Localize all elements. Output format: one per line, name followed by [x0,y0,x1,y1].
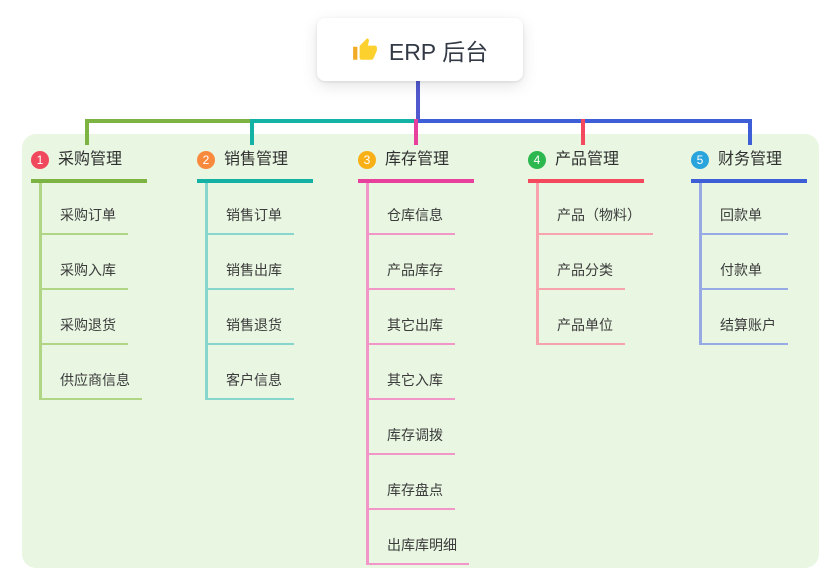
branch-number-badge: 4 [528,151,546,169]
child-node[interactable]: 客户信息 [208,345,294,400]
child-node[interactable]: 采购订单 [42,183,128,235]
branch-children-finance: 回款单 付款单 结算账户 [699,183,807,345]
branch-number-badge: 3 [358,151,376,169]
child-node[interactable]: 产品（物料） [539,183,653,235]
connector-drop-product [581,119,585,145]
connector-drop-finance [748,119,752,145]
connector-drop-inventory [414,119,418,145]
branch-header-inventory[interactable]: 3 库存管理 [358,148,474,183]
child-node[interactable]: 供应商信息 [42,345,142,400]
child-node[interactable]: 回款单 [702,183,788,235]
branch-header-product[interactable]: 4 产品管理 [528,148,644,183]
child-node[interactable]: 产品库存 [369,235,455,290]
branches-background-panel [22,134,819,568]
child-node[interactable]: 其它出库 [369,290,455,345]
branch-inventory: 3 库存管理 仓库信息 产品库存 其它出库 其它入库 库存调拨 库存盘点 出库库… [358,148,474,565]
branch-product: 4 产品管理 产品（物料） 产品分类 产品单位 [528,148,653,345]
branch-number-badge: 1 [31,151,49,169]
branch-label: 销售管理 [224,151,289,168]
child-node[interactable]: 库存调拨 [369,400,455,455]
branch-children-product: 产品（物料） 产品分类 产品单位 [536,183,653,345]
child-node[interactable]: 销售订单 [208,183,294,235]
branch-label: 财务管理 [718,151,783,168]
child-node[interactable]: 产品单位 [539,290,625,345]
branch-number-badge: 5 [691,151,709,169]
child-node[interactable]: 仓库信息 [369,183,455,235]
child-node[interactable]: 销售退货 [208,290,294,345]
root-node-label: ERP 后台 [388,38,489,65]
connector-bus-teal [252,119,416,123]
branch-children-inventory: 仓库信息 产品库存 其它出库 其它入库 库存调拨 库存盘点 出库库明细 [366,183,474,565]
root-node[interactable]: ERP 后台 [317,18,523,81]
child-node[interactable]: 采购退货 [42,290,128,345]
branch-header-sales[interactable]: 2 销售管理 [197,148,313,183]
connector-drop-sales [250,119,254,145]
branch-label: 库存管理 [385,151,450,168]
child-node[interactable]: 采购入库 [42,235,128,290]
branch-finance: 5 财务管理 回款单 付款单 结算账户 [691,148,807,345]
branch-children-sales: 销售订单 销售出库 销售退货 客户信息 [205,183,313,400]
child-node[interactable]: 库存盘点 [369,455,455,510]
branch-label: 产品管理 [555,151,620,168]
branch-header-finance[interactable]: 5 财务管理 [691,148,807,183]
connector-bus-green [85,119,252,123]
thumbs-up-icon [352,37,378,63]
child-node[interactable]: 付款单 [702,235,788,290]
branch-number-badge: 2 [197,151,215,169]
connector-drop-purchase [85,119,89,145]
branch-purchase: 1 采购管理 采购订单 采购入库 采购退货 供应商信息 [31,148,147,400]
branch-sales: 2 销售管理 销售订单 销售出库 销售退货 客户信息 [197,148,313,400]
child-node[interactable]: 其它入库 [369,345,455,400]
child-node[interactable]: 产品分类 [539,235,625,290]
connector-root-vertical [416,80,420,119]
branch-children-purchase: 采购订单 采购入库 采购退货 供应商信息 [39,183,147,400]
child-node[interactable]: 结算账户 [702,290,788,345]
branch-label: 采购管理 [58,151,123,168]
branch-header-purchase[interactable]: 1 采购管理 [31,148,147,183]
child-node[interactable]: 销售出库 [208,235,294,290]
child-node[interactable]: 出库库明细 [369,510,469,565]
